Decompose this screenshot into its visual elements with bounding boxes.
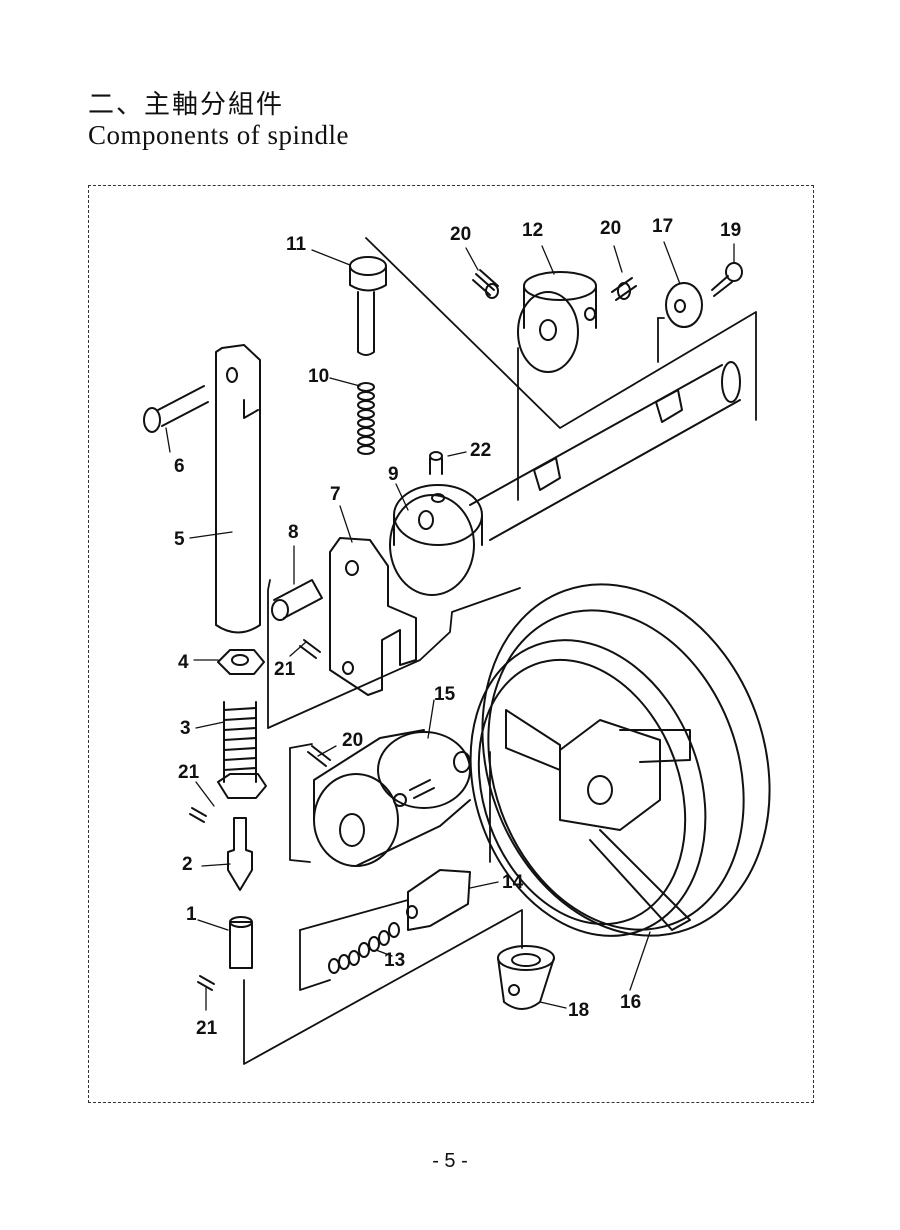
callout-20-hub: 20 [342, 730, 363, 751]
spindle-shaft [469, 361, 741, 541]
callout-8: 8 [288, 522, 299, 543]
callout-15: 15 [434, 684, 456, 705]
part-9-collar [389, 484, 483, 596]
callout-12: 12 [522, 220, 543, 241]
part-12-collar [517, 271, 597, 373]
part-20-set-screw-hub-right [393, 779, 435, 807]
part-17-washer [665, 282, 703, 328]
page-title-chinese: 二、主軸分組件 [88, 90, 285, 120]
callout-labels: 11 10 20 12 20 17 19 22 9 7 8 21 6 5 4 3… [174, 216, 741, 1039]
part-1-sleeve [229, 916, 253, 969]
part-11-pin [349, 256, 387, 356]
callout-4: 4 [178, 652, 189, 673]
callout-6: 6 [174, 456, 185, 477]
part-20-set-screw-top-right [611, 277, 637, 301]
diagram-frame [88, 185, 814, 1103]
page-title-english: Components of spindle [88, 120, 349, 150]
part-22-set-screw [429, 451, 443, 475]
part-16-handwheel [469, 583, 771, 937]
callout-20-top-left: 20 [450, 224, 471, 245]
callout-5: 5 [174, 529, 185, 550]
part-21-set-screw-bracket [299, 639, 321, 659]
callout-7: 7 [330, 484, 341, 505]
callout-13: 13 [384, 950, 405, 971]
callout-9: 9 [388, 464, 399, 485]
part-3-threaded-sleeve [217, 701, 267, 799]
callout-3: 3 [180, 718, 191, 739]
part-20-set-screw-top-left [472, 269, 499, 299]
part-7-bracket [329, 537, 417, 696]
part-4-nut [217, 649, 265, 675]
part-18-bushing [497, 945, 555, 1010]
callout-21-bottom: 21 [196, 1018, 218, 1039]
callout-14: 14 [502, 872, 524, 893]
group-frame-lines [243, 237, 757, 1065]
callout-16: 16 [620, 992, 641, 1013]
part-14-block [406, 869, 471, 931]
part-2-needle-tip [227, 817, 253, 891]
part-21-set-screw-bottom [197, 975, 215, 991]
callout-11: 11 [286, 234, 307, 255]
part-21-set-screw-left [189, 807, 207, 823]
callout-19: 19 [720, 220, 741, 241]
callout-20-top-right: 20 [600, 218, 621, 239]
callout-17: 17 [652, 216, 673, 237]
callout-2: 2 [182, 854, 193, 875]
part-8-pin [271, 579, 323, 621]
callout-22: 22 [470, 440, 491, 461]
callout-10: 10 [308, 366, 329, 387]
callout-21-bracket: 21 [274, 659, 296, 680]
part-15-hub [313, 729, 471, 867]
part-6-pin [143, 385, 209, 433]
page-number: - 5 - [432, 1150, 468, 1172]
callout-18: 18 [568, 1000, 589, 1021]
part-13-spring [328, 922, 400, 974]
callout-1: 1 [186, 904, 197, 925]
part-5-rod [215, 344, 261, 634]
leader-lines [165, 241, 735, 1011]
part-20-set-screw-hub-left [307, 745, 331, 767]
callout-21-left: 21 [178, 762, 200, 783]
part-19-screw [711, 262, 743, 297]
part-10-spring [357, 382, 375, 455]
